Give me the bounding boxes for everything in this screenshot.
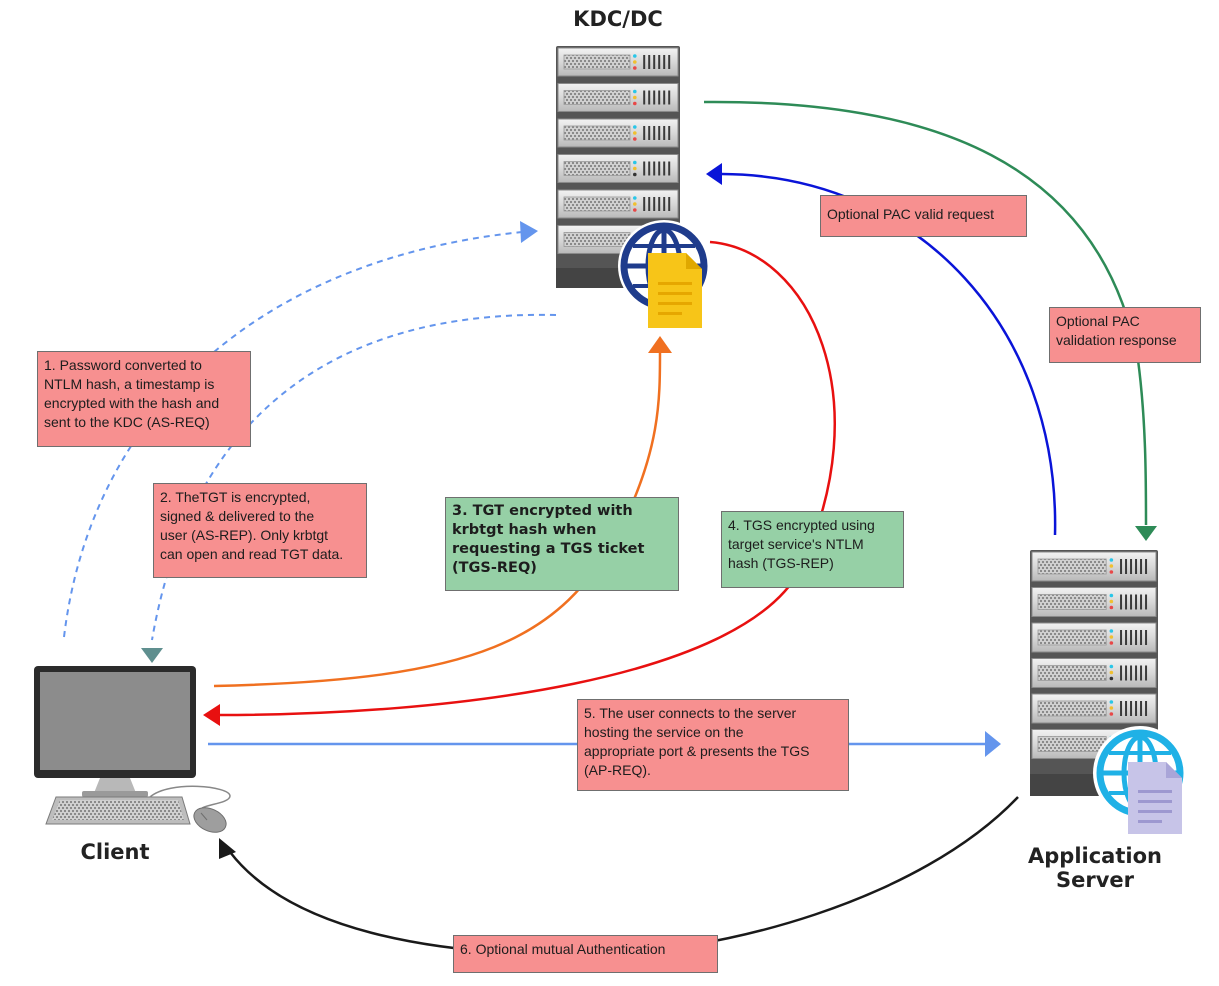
rack-unit	[557, 189, 679, 219]
pac-response-arrowhead	[1135, 526, 1157, 541]
as-req-arrowhead	[520, 221, 538, 243]
document-icon	[648, 253, 702, 328]
step5-label: 5. The user connects to the server hosti…	[577, 699, 849, 791]
tgs-rep-arrowhead	[203, 704, 220, 726]
rack-unit	[1031, 658, 1157, 688]
rack-unit	[557, 47, 679, 77]
pac-response-arrow	[703, 100, 1148, 526]
mutual-auth-arrow	[229, 796, 1019, 957]
rack-unit	[1031, 551, 1157, 582]
rack-unit	[557, 83, 679, 112]
step2-label: 2. TheTGT is encrypted, signed & deliver…	[153, 483, 367, 578]
kdc-title: KDC/DC	[573, 7, 663, 31]
pac-request-arrowhead	[706, 163, 722, 185]
step3-label: 3. TGT encrypted with krbtgt hash when r…	[445, 497, 679, 591]
rack-unit	[557, 154, 679, 183]
step1-label: 1. Password converted to NTLM hash, a ti…	[37, 351, 251, 447]
rack-unit	[1031, 587, 1157, 617]
mutual-auth-arrowhead	[219, 838, 236, 859]
client-computer-icon	[34, 666, 231, 833]
pac-request-arrow	[721, 172, 1057, 536]
as-rep-arrowhead	[141, 648, 163, 663]
ap-req-arrowhead	[985, 731, 1001, 757]
kdc-server-icon	[556, 46, 710, 328]
rack-unit	[1031, 622, 1157, 653]
rack-unit	[557, 118, 679, 148]
app-server-title: Application Server	[1028, 844, 1162, 893]
tgs-rep-arrow	[219, 240, 836, 717]
step6-label: 6. Optional mutual Authentication	[453, 935, 718, 973]
app-server-icon	[1030, 550, 1187, 834]
rack-unit	[1031, 693, 1157, 724]
pac-request-label: Optional PAC valid request	[820, 195, 1027, 237]
tgs-req-arrowhead	[648, 336, 672, 353]
step4-label: 4. TGS encrypted using target service's …	[721, 511, 904, 588]
client-title: Client	[80, 840, 150, 864]
document-icon	[1128, 762, 1182, 834]
pac-response-label: Optional PAC validation response	[1049, 307, 1201, 363]
